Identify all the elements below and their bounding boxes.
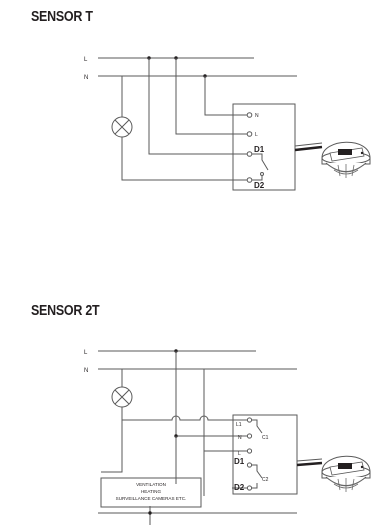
sensor-2t-diagram: L N VENTILATION HEATING SURVEILLANCE CAM… bbox=[84, 349, 371, 525]
terminal-d1-label: D1 bbox=[234, 457, 245, 466]
terminal-l-label: L bbox=[238, 451, 241, 457]
load-box bbox=[100, 477, 202, 508]
lamp-cross bbox=[114, 119, 130, 135]
terminal-c1-label: C1 bbox=[262, 435, 269, 441]
terminal-l1-label: L1 bbox=[236, 422, 242, 428]
d1-feed-wire bbox=[148, 58, 247, 155]
terminal bbox=[246, 485, 253, 491]
relay-contact-2-lower bbox=[252, 483, 258, 489]
lamp-wire bbox=[121, 76, 247, 181]
relay-contact-1 bbox=[252, 419, 263, 434]
sensor-head-icon bbox=[321, 455, 371, 492]
live-feed-wire bbox=[175, 58, 247, 135]
live-line-label: L bbox=[84, 350, 88, 356]
neutral-line-label: N bbox=[84, 368, 88, 374]
neutral-feed-wire bbox=[204, 76, 247, 116]
terminal-d2-label: D2 bbox=[234, 483, 245, 492]
relay-contact bbox=[252, 176, 263, 181]
sensor-t-diagram: L N N L D1 D2 bbox=[84, 56, 371, 191]
terminal bbox=[246, 177, 253, 183]
lamp-icon bbox=[111, 386, 133, 408]
relay-contact bbox=[252, 153, 269, 171]
contact-point bbox=[260, 172, 264, 176]
terminal bbox=[246, 131, 253, 137]
lamp-wire bbox=[101, 369, 123, 473]
load-box-line-2: HEATING bbox=[141, 489, 162, 494]
sensor-terminal-box bbox=[232, 414, 298, 495]
sensor-terminal-box bbox=[232, 103, 296, 191]
sensor-head-icon bbox=[321, 141, 371, 178]
terminal-d1-label: D1 bbox=[254, 145, 265, 154]
terminal bbox=[246, 151, 253, 157]
lamp-return-wire bbox=[122, 415, 247, 421]
terminal bbox=[246, 448, 253, 454]
sensor-cable bbox=[296, 461, 323, 467]
sensor-2t-title: SENSOR 2T bbox=[31, 303, 100, 319]
sensor-cable bbox=[294, 145, 323, 152]
neutral-line-label: N bbox=[84, 75, 88, 81]
terminal-n-label: N bbox=[238, 435, 242, 441]
sensor-cable-edge bbox=[296, 458, 323, 462]
load-box-line-3: SURVEILLANCE CAMERAS ETC. bbox=[116, 496, 187, 501]
sensor-t-title: SENSOR T bbox=[31, 9, 93, 25]
live-line-label: L bbox=[84, 57, 88, 63]
terminal-c2-label: C2 bbox=[262, 477, 269, 483]
sensor-cable-edge bbox=[294, 142, 323, 147]
terminal-l-label: L bbox=[255, 132, 258, 138]
load-box-line-1: VENTILATION bbox=[136, 482, 166, 487]
lamp-icon bbox=[111, 116, 133, 138]
terminal-n-label: N bbox=[255, 113, 259, 119]
lamp-cross bbox=[114, 389, 130, 405]
terminal bbox=[246, 433, 253, 439]
terminal bbox=[246, 462, 253, 468]
relay-contact-2 bbox=[252, 464, 263, 479]
terminal bbox=[246, 417, 253, 423]
junction-dot bbox=[148, 511, 152, 515]
terminal-d2-label: D2 bbox=[254, 181, 265, 190]
terminal bbox=[246, 112, 253, 118]
